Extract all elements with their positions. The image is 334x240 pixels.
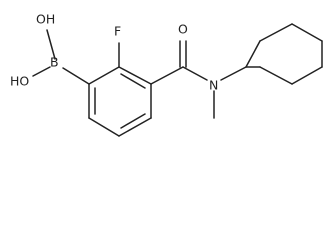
cyclohexane-ring bbox=[245, 23, 323, 85]
boronic-acid-group: OH B HO bbox=[10, 12, 90, 89]
boron-label: B bbox=[50, 55, 59, 70]
bond-ring-c4-c5 bbox=[118, 117, 152, 137]
bond-ring-double-inner-2 bbox=[120, 113, 146, 129]
boronic-oh-top-label: OH bbox=[36, 12, 55, 27]
bond-cyclohexyl-5 bbox=[291, 66, 323, 85]
bond-boron-oh-bottom bbox=[32, 66, 51, 77]
benzene-ring bbox=[88, 66, 152, 137]
bond-nitrogen-cyclohexyl bbox=[220, 66, 247, 81]
bond-ring-carbonyl-carbon bbox=[150, 66, 184, 85]
bond-ring-c5-c6 bbox=[88, 117, 120, 137]
bond-ring-boron bbox=[62, 67, 90, 85]
bond-cyclohexyl-2 bbox=[259, 23, 293, 42]
bond-ring-double-inner-1 bbox=[120, 73, 146, 89]
boronic-oh-bottom-label: HO bbox=[10, 74, 29, 89]
bond-ring-c2-c3 bbox=[118, 66, 152, 85]
amide-nitrogen-label: N bbox=[209, 78, 218, 93]
bond-cyclohexyl-6 bbox=[259, 66, 293, 85]
amide-group: O N bbox=[150, 22, 247, 119]
carbonyl-oxygen-label: O bbox=[178, 22, 188, 37]
bond-cyclohexyl-1 bbox=[245, 40, 261, 68]
fluorine-label: F bbox=[114, 24, 121, 39]
bond-boron-oh-top bbox=[46, 29, 56, 60]
bond-carbonyl-nitrogen bbox=[182, 66, 208, 81]
chemical-structure: OH B HO F O N bbox=[10, 12, 323, 137]
bond-cyclohexyl-3 bbox=[291, 23, 323, 42]
bond-ring-c1-c2 bbox=[88, 66, 120, 85]
fluorine-substituent: F bbox=[114, 24, 121, 68]
